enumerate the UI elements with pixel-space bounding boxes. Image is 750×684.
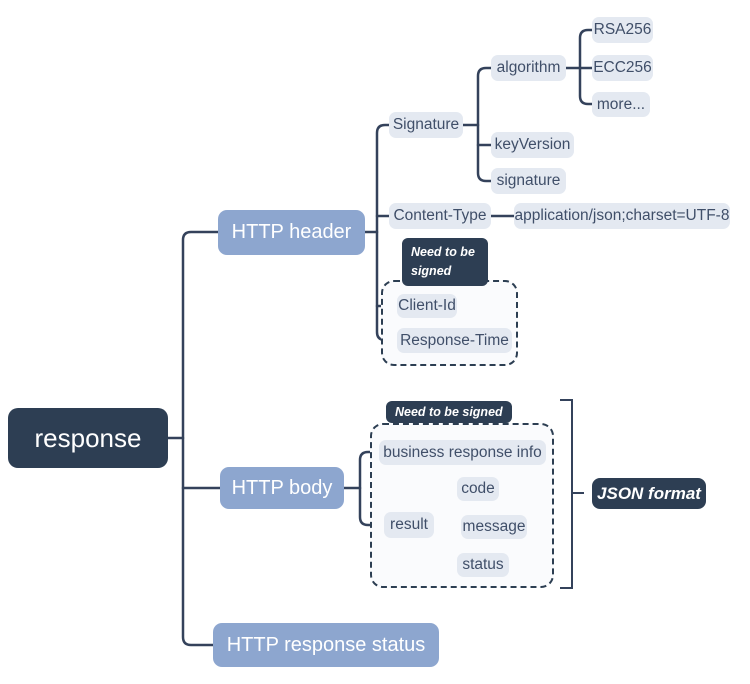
node-signature-field[interactable]: signature — [491, 168, 566, 194]
node-rsa256[interactable]: RSA256 — [592, 17, 653, 43]
node-business-response-info[interactable]: business response info — [379, 440, 546, 465]
badge-need-to-be-signed-body: Need to be signed — [386, 401, 512, 423]
badge-need-to-be-signed-header: Need to be signed — [402, 238, 488, 286]
node-http-header[interactable]: HTTP header — [218, 210, 365, 255]
node-ecc256[interactable]: ECC256 — [592, 55, 653, 81]
node-json-format: JSON format — [592, 478, 706, 509]
node-more[interactable]: more... — [592, 92, 650, 117]
node-signature-parent[interactable]: Signature — [389, 112, 463, 138]
node-algorithm[interactable]: algorithm — [491, 55, 566, 81]
node-keyversion[interactable]: keyVersion — [491, 132, 574, 158]
node-client-id[interactable]: Client-Id — [397, 294, 457, 318]
node-message[interactable]: message — [461, 515, 527, 539]
node-response-time[interactable]: Response-Time — [397, 328, 512, 353]
json-format-bracket — [560, 399, 584, 589]
node-response[interactable]: response — [8, 408, 168, 468]
node-content-type-value[interactable]: application/json;charset=UTF-8 — [514, 203, 730, 229]
node-result[interactable]: result — [384, 512, 434, 538]
node-http-body[interactable]: HTTP body — [220, 467, 344, 509]
signed-group-header — [381, 280, 518, 366]
node-status[interactable]: status — [457, 553, 509, 577]
node-http-response-status[interactable]: HTTP response status — [213, 623, 439, 667]
node-code[interactable]: code — [457, 477, 499, 501]
node-content-type[interactable]: Content-Type — [389, 203, 491, 229]
